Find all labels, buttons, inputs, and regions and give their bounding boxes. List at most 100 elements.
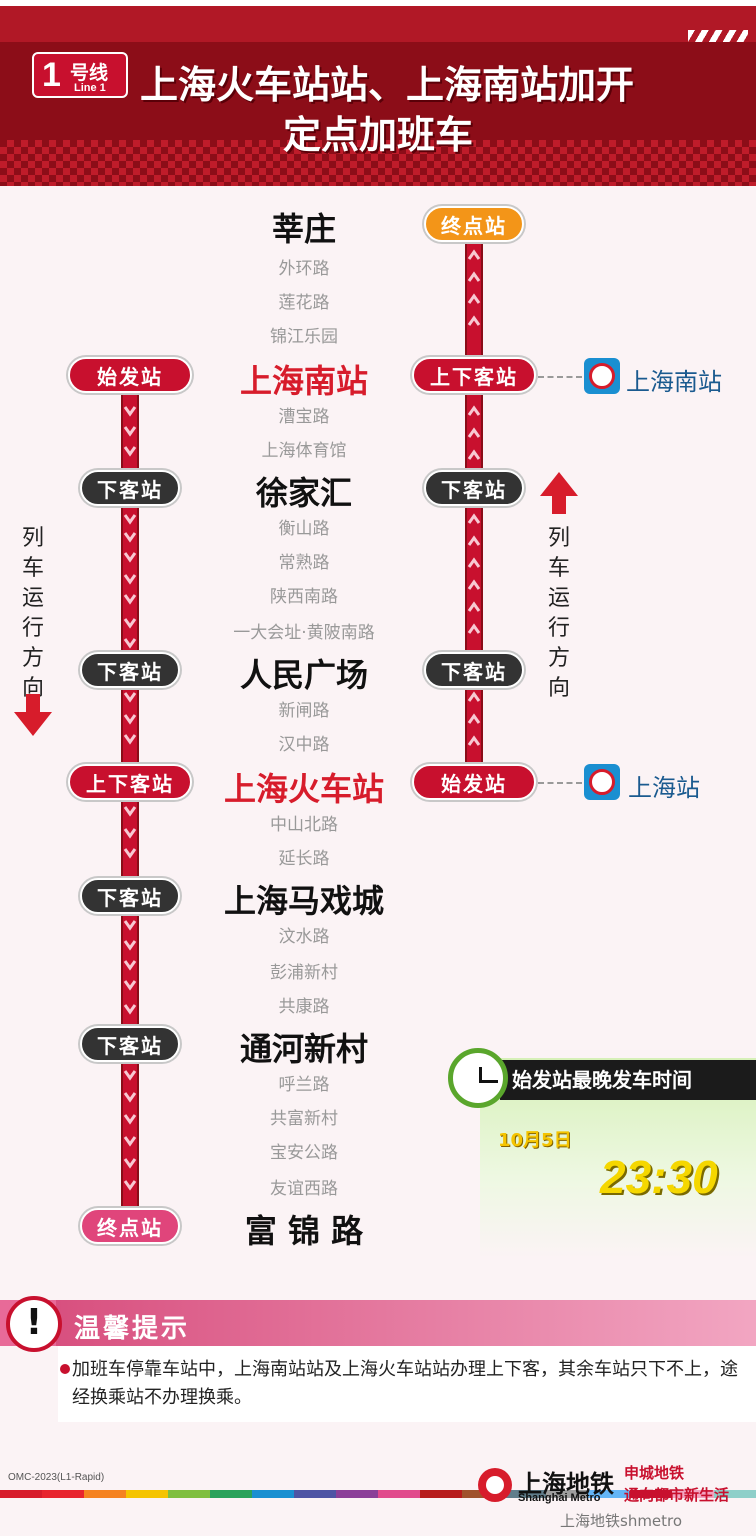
right-pill-start: 始发站: [412, 764, 536, 800]
footer-color-segment: [714, 1490, 756, 1498]
footer-color-segment: [378, 1490, 420, 1498]
header-checker-pattern: [0, 140, 756, 186]
chevron-down-icon: [123, 618, 137, 629]
right-direction-label: 列车运行方向: [547, 526, 570, 701]
footer-color-segment: [294, 1490, 336, 1498]
chevron-down-icon: [123, 1004, 137, 1015]
page-title-line1: 上海火车站站、上海南站加开: [140, 63, 635, 107]
tips-title: 温馨提示: [74, 1314, 191, 1344]
station-label: 上海马戏城: [223, 882, 384, 920]
chevron-down-icon: [123, 806, 137, 817]
chevron-down-icon: [123, 1092, 137, 1103]
footer-color-segment: [168, 1490, 210, 1498]
chevron-down-icon: [123, 532, 137, 543]
station-label: 莲花路: [278, 293, 330, 313]
chevron-up-icon: [467, 271, 481, 282]
header-tab: [0, 6, 756, 42]
chevron-up-icon: [467, 293, 481, 304]
up-arrow-icon: [540, 472, 578, 514]
station-label: 富 锦 路: [244, 1212, 364, 1250]
left-pill-alight-3: 下客站: [80, 878, 180, 914]
line-label-cn: 号线: [70, 62, 109, 84]
chevron-up-icon: [467, 449, 481, 460]
chevron-down-icon: [123, 574, 137, 585]
chevron-down-icon: [123, 940, 137, 951]
station-label: 上海火车站: [223, 770, 384, 808]
slogan-line1: 申城地铁: [624, 1464, 685, 1482]
chevron-up-icon: [467, 405, 481, 416]
line-label-en: Line 1: [74, 82, 106, 94]
chevron-down-icon: [123, 514, 137, 525]
bullet-icon: [60, 1364, 70, 1374]
last-departure-heading-text: 始发站最晚发车时间: [512, 1068, 692, 1092]
right-pill-alight-1: 下客站: [424, 470, 524, 506]
left-pill-alight-2: 下客站: [80, 652, 180, 688]
chevron-down-icon: [123, 406, 137, 417]
station-label: 莘庄: [271, 210, 336, 248]
footer-color-segment: [0, 1490, 42, 1498]
station-label: 上海体育馆: [261, 441, 347, 461]
left-direction-label: 列车运行方向: [21, 526, 44, 701]
station-label: 一大会址·黄陂南路: [233, 623, 375, 643]
footer-color-segment: [252, 1490, 294, 1498]
station-label: 呼兰路: [278, 1075, 330, 1095]
station-label: 汉中路: [278, 735, 330, 755]
metro-logo: 上海地铁 Shanghai Metro: [478, 1462, 614, 1506]
slogan-line2: 通向都市新生活: [624, 1486, 730, 1504]
footer-code: OMC-2023(L1-Rapid): [8, 1472, 105, 1483]
tips-body: [58, 1346, 756, 1422]
chevron-down-icon: [123, 960, 137, 971]
header-top-strip: [0, 0, 756, 6]
station-label: 彭浦新村: [270, 963, 338, 983]
chevron-down-icon: [123, 920, 137, 931]
chevron-up-icon: [467, 623, 481, 634]
chevron-up-icon: [467, 427, 481, 438]
station-label: 陕西南路: [270, 587, 338, 607]
chevron-down-icon: [123, 828, 137, 839]
footer-color-segment: [84, 1490, 126, 1498]
chevron-down-icon: [123, 552, 137, 563]
page-title-line2: 定点加班车: [282, 113, 473, 157]
station-label: 衡山路: [278, 519, 330, 539]
chevron-down-icon: [123, 734, 137, 745]
line-badge: 1 号线 Line 1: [32, 52, 128, 98]
station-label: 通河新村: [239, 1030, 368, 1068]
left-pill-alight-4: 下客站: [80, 1026, 180, 1062]
railway-station-icon: [584, 358, 620, 394]
chevron-down-icon: [123, 1070, 137, 1081]
chevron-down-icon: [123, 1114, 137, 1125]
railway-link-main: 上海站: [628, 774, 700, 802]
chevron-down-icon: [123, 980, 137, 991]
south-link-dashes: [538, 376, 582, 378]
chevron-down-icon: [123, 594, 137, 605]
station-label: 汶水路: [278, 927, 330, 947]
chevron-down-icon: [123, 1158, 137, 1169]
right-pill-board-alight: 上下客站: [412, 357, 536, 393]
chevron-up-icon: [467, 557, 481, 568]
chevron-up-icon: [467, 691, 481, 702]
right-pill-alight-2: 下客站: [424, 652, 524, 688]
chevron-up-icon: [467, 249, 481, 260]
chevron-up-icon: [467, 513, 481, 524]
footer-slogan: 申城地铁 通向都市新生活: [624, 1462, 729, 1506]
metro-logo-mark: [478, 1468, 512, 1502]
footer-color-segment: [546, 1490, 588, 1498]
right-pill-terminal: 终点站: [424, 206, 524, 242]
station-label: 上海南站: [239, 362, 368, 400]
railway-station-icon: [584, 764, 620, 800]
header-banner: [0, 0, 756, 186]
station-label: 漕宝路: [278, 407, 330, 427]
last-departure-heading: 始发站最晚发车时间: [500, 1060, 756, 1100]
station-label: 宝安公路: [270, 1143, 338, 1163]
footer-color-segment: [336, 1490, 378, 1498]
station-label: 外环路: [278, 259, 330, 279]
tips-text: 加班车停靠车站中，上海南站站及上海火车站站办理上下客，其余车站只下不上，途经换乘…: [72, 1359, 738, 1408]
station-label: 徐家汇: [255, 474, 352, 512]
last-departure-date: 10月5日: [498, 1130, 572, 1151]
station-label: 人民广场: [239, 656, 368, 694]
watermark: 上海地铁shmetro: [560, 1512, 683, 1530]
last-departure-time: 23:30: [600, 1151, 718, 1203]
chevron-up-icon: [467, 735, 481, 746]
footer-color-segment: [588, 1490, 630, 1498]
clock-icon: [448, 1048, 508, 1108]
